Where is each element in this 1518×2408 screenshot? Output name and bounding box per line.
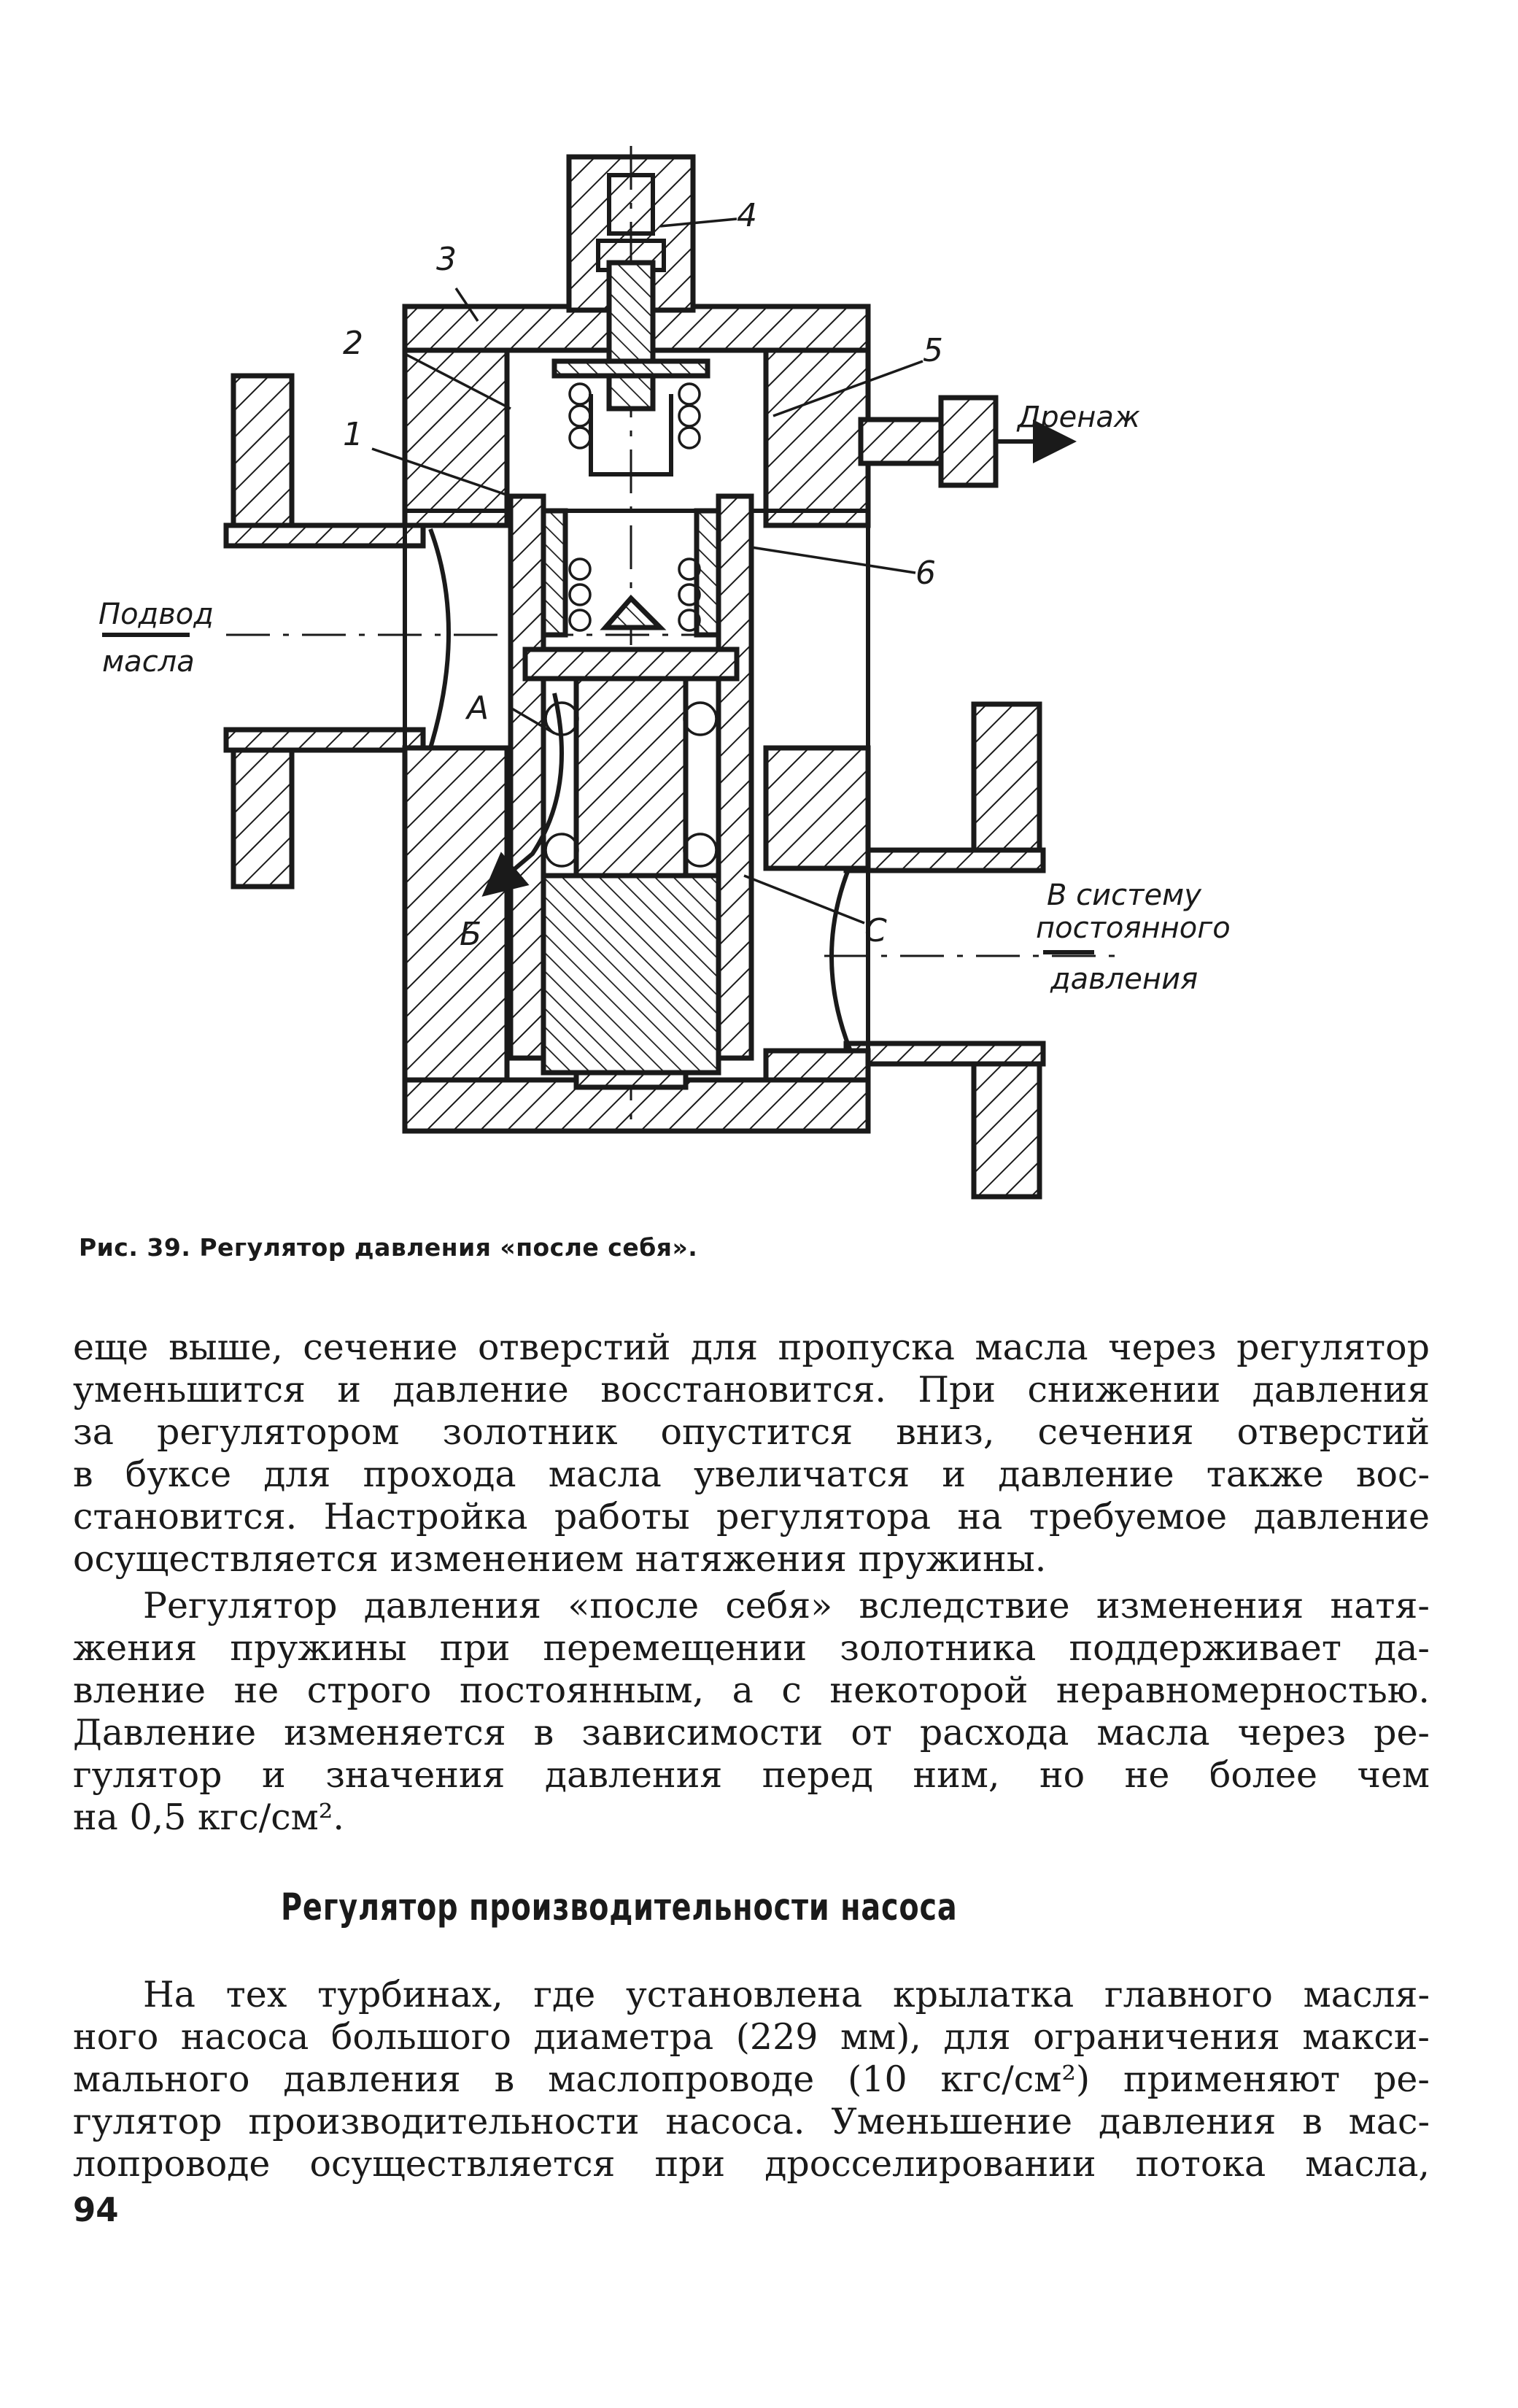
text-line: ного насоса большого диаметра (229 мм), … [73, 2016, 1430, 2058]
label-A: А [465, 690, 489, 727]
outlet-label-line2: постоянного [1036, 911, 1231, 945]
page-number: 94 [73, 2191, 119, 2229]
spring-coils [544, 382, 718, 868]
text-line: жения пружины при перемещении золотника … [73, 1627, 1430, 1669]
inlet-label-line2: масла [102, 645, 195, 679]
text-line: на 0,5 кгс/см². [73, 1797, 344, 1838]
text-line: осуществляется изменением натяжения пруж… [73, 1538, 1047, 1580]
paragraph-1: еще выше, сечение отверстий для пропуска… [73, 1327, 1430, 1581]
text-line: Давление изменяется в зависимости от рас… [73, 1712, 1430, 1753]
label-5: 5 [923, 332, 943, 369]
paragraph-2: Регулятор давления «после себя» вследств… [73, 1585, 1430, 1839]
label-6: 6 [915, 555, 936, 592]
inlet-flange [223, 373, 700, 890]
text-line: гулятор производительности насоса. Умень… [73, 2101, 1430, 2142]
leader-lines [102, 217, 1094, 954]
paragraph-3: На тех турбинах, где установлена крылатк… [73, 1974, 1430, 2185]
outlet-label-line1: В систему [1047, 879, 1202, 912]
label-4: 4 [737, 197, 757, 234]
outlet-flange [824, 701, 1116, 1200]
text-line: Регулятор давления «после себя» вследств… [143, 1585, 1430, 1626]
adjusting-screw [551, 260, 710, 476]
figure-caption: Рис. 39. Регулятор давления «после себя»… [79, 1233, 698, 1262]
text-line: мального давления в маслопроводе (10 кгс… [73, 2058, 1430, 2100]
label-2: 2 [343, 325, 363, 362]
text-line: гулятор и значения давления перед ним, н… [73, 1754, 1430, 1796]
label-C: С [864, 912, 887, 949]
regulator-body [402, 340, 871, 1134]
pressure-regulator-figure: 1 2 3 4 5 6 А Б С Дренаж Подвод масла В … [98, 146, 1231, 1200]
text-line: становится. Настройка работы регулятора … [73, 1496, 1430, 1537]
text-line: лопроводе осуществляется при дросселиров… [73, 2143, 1430, 2185]
outlet-label-line3: давления [1050, 962, 1198, 996]
text-line: в буксе для прохода масла увеличатся и д… [73, 1454, 1430, 1495]
text-line: уменьшится и давление восстановится. При… [73, 1369, 1430, 1411]
label-B: Б [460, 916, 481, 953]
bush-sleeve [508, 493, 754, 1061]
text-line: вление не строго постоянным, а с некотор… [73, 1670, 1430, 1711]
drain-label: Дренаж [1016, 401, 1140, 434]
text-line: за регулятором золотник опустится вниз, … [73, 1411, 1430, 1453]
inlet-label-line1: Подвод [98, 598, 214, 631]
text-line: еще выше, сечение отверстий для пропуска… [73, 1327, 1430, 1368]
section-heading: Регулятор производительности насоса [281, 1886, 958, 1929]
spool-valve [522, 594, 740, 1090]
drain-fitting [858, 395, 1077, 488]
label-1: 1 [343, 416, 363, 453]
label-3: 3 [436, 241, 457, 278]
text-line: На тех турбинах, где установлена крылатк… [143, 1974, 1430, 2015]
